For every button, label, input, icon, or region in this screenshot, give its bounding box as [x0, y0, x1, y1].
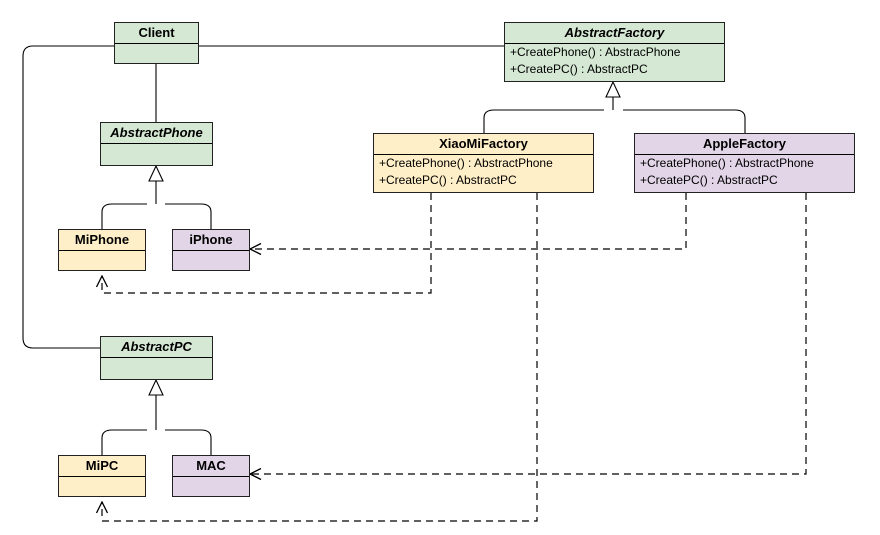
member-create-phone: +CreatePhone() : AbstractPhone	[379, 156, 553, 170]
class-title-client: Client	[115, 23, 198, 44]
edge-client-abstractpc	[22, 45, 114, 349]
edge-applefactory-iphone	[250, 193, 687, 249]
class-box-miphone[interactable]: MiPhone	[58, 229, 146, 271]
class-box-iphone[interactable]: iPhone	[172, 229, 250, 271]
class-title-mipc: MiPC	[59, 456, 145, 477]
edge-pcs-to-abstractpc	[101, 429, 212, 455]
class-box-mipc[interactable]: MiPC	[58, 455, 146, 497]
edge-xiaomifactory-miphone	[102, 193, 432, 294]
class-title-abstract-phone: AbstractPhone	[101, 123, 212, 144]
class-members-xiaomi-factory: +CreatePhone() : AbstractPhone +CreatePC…	[374, 155, 593, 189]
class-title-mac: MAC	[173, 456, 249, 477]
member-create-pc: +CreatePC() : AbstractPC	[510, 62, 648, 76]
generalization-triangle-abstractphone	[148, 164, 164, 182]
class-members-abstract-factory: +CreatePhone() : AbstracPhone +CreatePC(…	[505, 44, 724, 78]
member-create-pc: +CreatePC() : AbstractPC	[640, 173, 778, 187]
class-title-miphone: MiPhone	[59, 230, 145, 251]
edge-phones-to-abstractphone	[101, 203, 212, 229]
class-box-abstract-phone[interactable]: AbstractPhone	[100, 122, 213, 166]
member-create-pc: +CreatePC() : AbstractPC	[379, 173, 517, 187]
class-title-iphone: iPhone	[173, 230, 249, 251]
class-title-abstract-factory: AbstractFactory	[505, 23, 724, 44]
member-create-phone: +CreatePhone() : AbstracPhone	[510, 45, 681, 59]
class-box-client[interactable]: Client	[114, 22, 199, 64]
class-box-xiaomi-factory[interactable]: XiaoMiFactory +CreatePhone() : AbstractP…	[373, 133, 594, 193]
edge-applefactory-mac	[250, 193, 807, 474]
class-title-abstract-pc: AbstractPC	[101, 337, 212, 358]
member-create-phone: +CreatePhone() : AbstractPhone	[640, 156, 814, 170]
generalization-triangle-abstractpc	[148, 378, 164, 396]
generalization-triangle-abstractfactory	[605, 80, 621, 98]
class-box-abstract-factory[interactable]: AbstractFactory +CreatePhone() : Abstrac…	[504, 22, 725, 82]
class-title-xiaomi-factory: XiaoMiFactory	[374, 134, 593, 155]
class-box-mac[interactable]: MAC	[172, 455, 250, 497]
class-box-abstract-pc[interactable]: AbstractPC	[100, 336, 213, 380]
class-box-apple-factory[interactable]: AppleFactory +CreatePhone() : AbstractPh…	[634, 133, 855, 193]
class-title-apple-factory: AppleFactory	[635, 134, 854, 155]
class-members-apple-factory: +CreatePhone() : AbstractPhone +CreatePC…	[635, 155, 854, 189]
edge-factories-to-abstractfactory	[483, 109, 746, 133]
